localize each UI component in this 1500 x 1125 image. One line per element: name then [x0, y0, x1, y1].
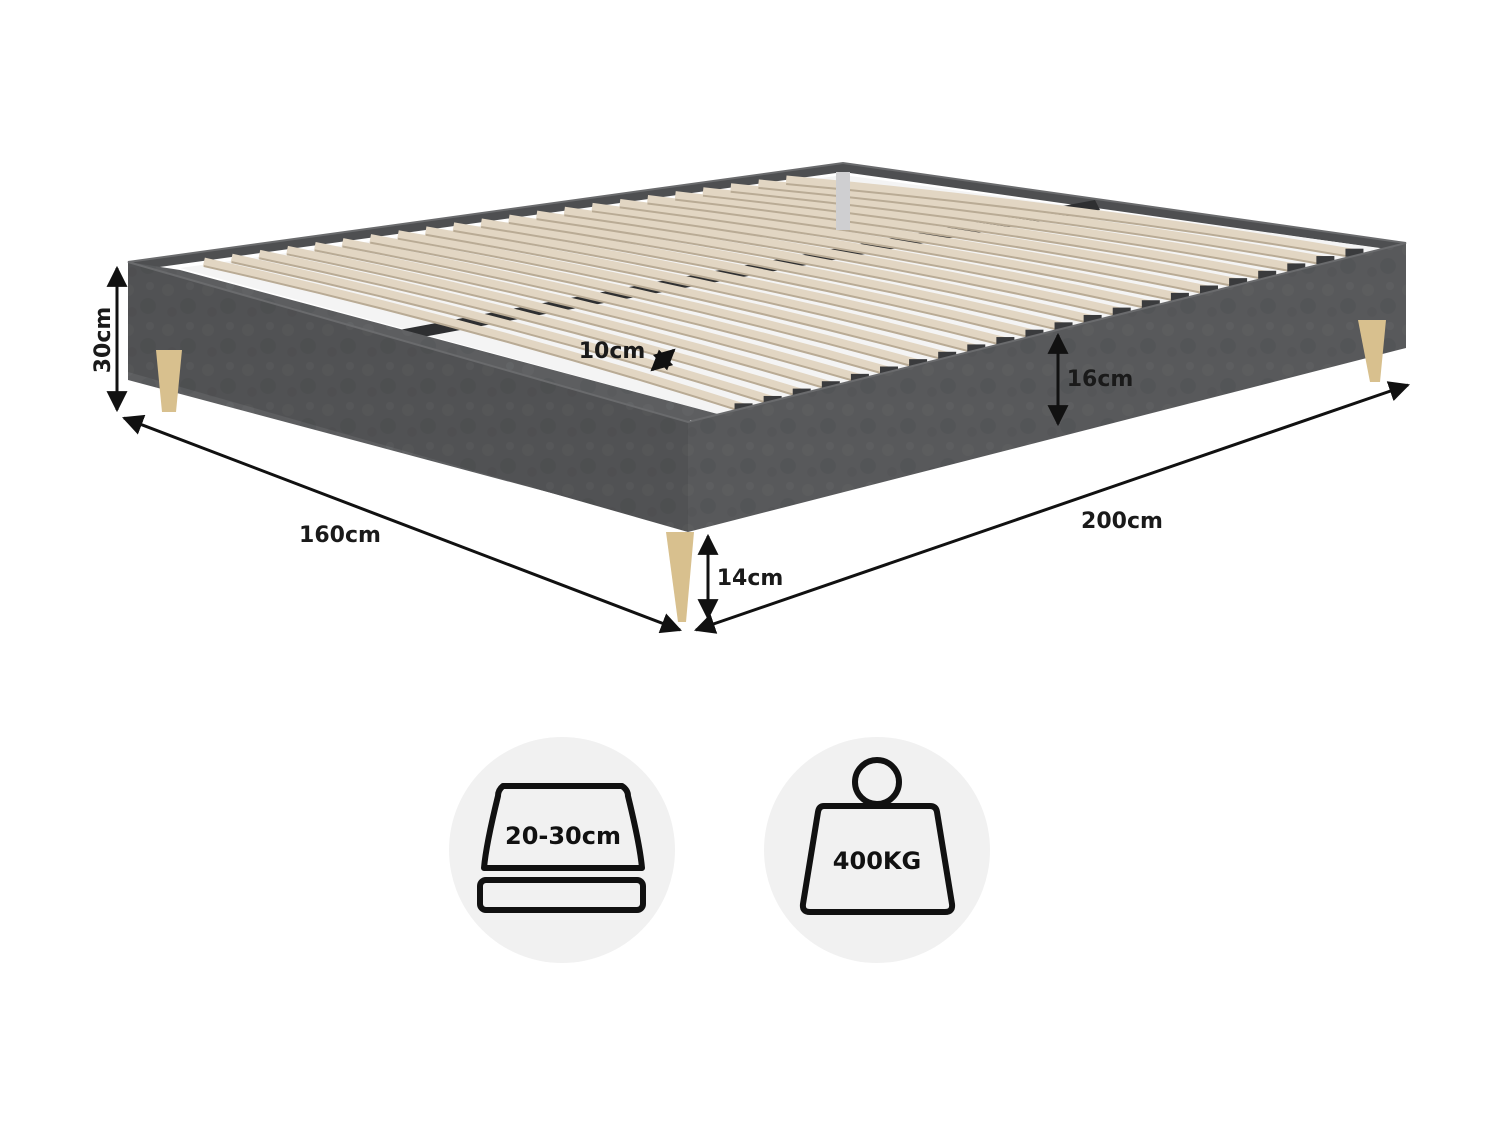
slat-edge — [702, 194, 1269, 281]
slat-edge — [342, 245, 891, 377]
max-load-label: 400KG — [833, 847, 921, 875]
slat — [424, 226, 979, 354]
mattress-thickness-label: 20-30cm — [505, 822, 621, 850]
slat-holder — [880, 366, 898, 375]
slat — [480, 218, 1037, 340]
slat-holder — [1316, 256, 1335, 265]
weight-icon — [799, 757, 956, 915]
frame-top-edge — [127, 161, 1407, 424]
slat-holder — [1258, 270, 1277, 279]
badge-mattress-thickness: 20-30cm — [449, 737, 675, 963]
label-slat-width: 10cm — [579, 339, 646, 364]
center-bracket — [836, 172, 850, 230]
leg-front-left — [156, 350, 182, 412]
slat-edge — [564, 214, 1123, 318]
slat — [452, 222, 1008, 347]
badge-circle — [449, 737, 675, 963]
leg-front-center — [666, 532, 694, 622]
mattress-icon — [477, 783, 646, 913]
slat-edge — [314, 249, 862, 384]
label-length: 200cm — [1081, 509, 1163, 534]
leg-front-right — [1358, 320, 1386, 382]
label-leg-height: 14cm — [717, 566, 784, 591]
slat — [730, 183, 1299, 273]
slat-edge — [370, 241, 920, 370]
slat — [591, 202, 1153, 310]
slat-edge — [591, 210, 1153, 311]
slat-holder — [1141, 300, 1160, 309]
slat-holder — [1229, 278, 1248, 287]
slat-edge — [536, 218, 1094, 325]
dimension-lines — [106, 265, 1410, 634]
dimension-labels: 30cm 10cm 16cm 160cm 200cm 14cm — [91, 307, 1163, 591]
slat — [341, 238, 892, 376]
slat — [397, 230, 950, 362]
slat-holder — [1170, 292, 1189, 301]
dim-line-slat-width — [650, 348, 676, 372]
slat-edge — [425, 233, 978, 355]
slat — [286, 245, 834, 391]
slat-holder — [1200, 285, 1218, 294]
slat — [785, 175, 1357, 259]
slat-holder — [967, 344, 986, 353]
slat — [619, 198, 1182, 303]
slat-holder — [909, 359, 928, 368]
slat-edge — [286, 253, 833, 392]
label-frame-height: 16cm — [1067, 367, 1134, 392]
label-height-total: 30cm — [91, 307, 116, 374]
slat-edge — [397, 237, 949, 362]
slat-holder — [938, 351, 957, 360]
slat-edge — [259, 257, 804, 399]
slat-holder — [1083, 314, 1102, 323]
slat — [202, 257, 746, 413]
slat-edge — [619, 206, 1182, 303]
slat-holder — [1345, 248, 1364, 257]
slat-edge — [203, 265, 745, 414]
slat — [646, 195, 1211, 295]
slat-edge — [730, 190, 1298, 274]
slat — [674, 191, 1240, 288]
badge-max-load: 400KG — [764, 737, 990, 963]
slat — [313, 241, 863, 384]
badge-circle — [764, 737, 990, 963]
slat-edge — [786, 182, 1356, 259]
slat-holder — [1025, 329, 1044, 338]
slat-holder — [1054, 322, 1073, 331]
label-depth: 160cm — [299, 523, 381, 548]
slat-holder — [850, 373, 869, 382]
slat — [258, 249, 805, 398]
slat — [230, 253, 775, 406]
slat-holder — [1112, 307, 1131, 316]
slat-holder — [996, 337, 1015, 346]
bed-frame — [127, 161, 1407, 622]
slat-edge — [647, 202, 1211, 296]
slat-edge — [675, 198, 1240, 289]
slat — [508, 214, 1066, 332]
slat — [702, 187, 1270, 281]
slat-edge — [453, 229, 1007, 348]
slat-holder — [1287, 263, 1306, 272]
slat-edge — [508, 222, 1065, 333]
dim-line-depth — [122, 414, 682, 634]
slat — [563, 206, 1124, 317]
slat-edge — [480, 225, 1036, 340]
slat — [369, 234, 921, 369]
dim-line-length — [694, 381, 1410, 634]
slat — [535, 210, 1095, 325]
